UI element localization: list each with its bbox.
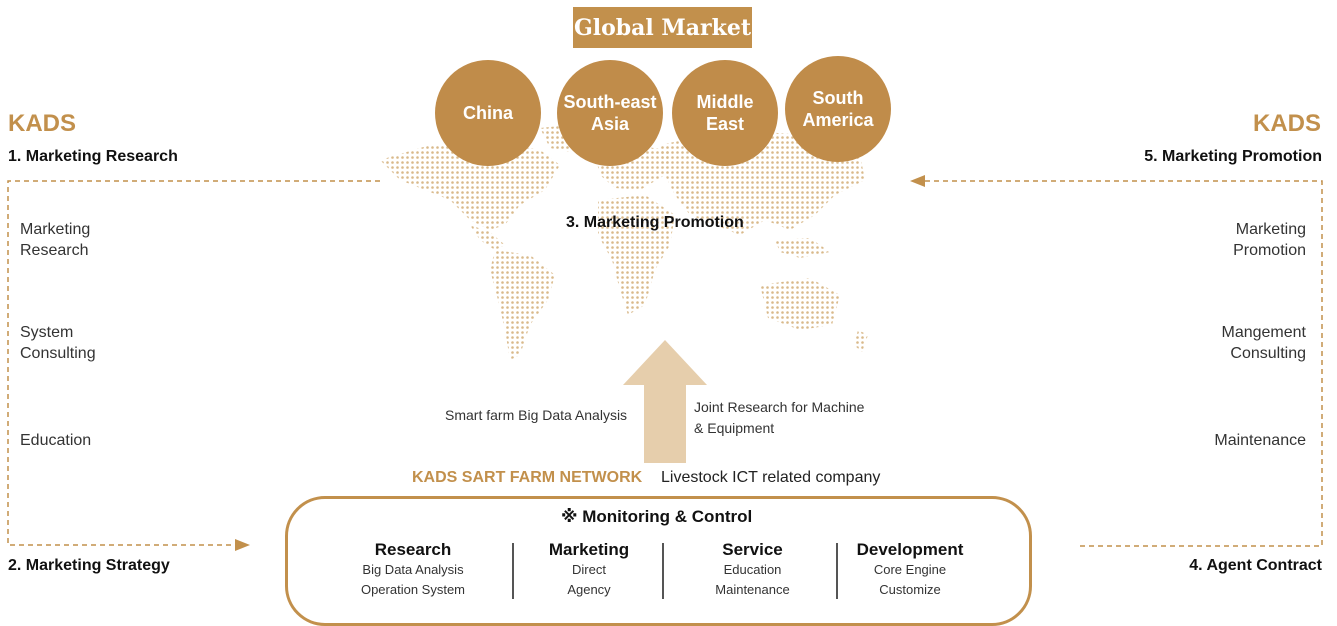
market-circle-middle-east: Middle East [672,60,778,166]
network-divider [662,543,664,599]
center-marketing-promotion: 3. Marketing Promotion [566,214,744,231]
network-name: KADS SART FARM NETWORK [412,469,643,486]
right-item-management-consulting: Mangement Consulting [1221,324,1307,362]
left-item-education: Education [20,432,92,449]
left-item-system-consulting: System Consulting [20,324,96,362]
network-col-title: Marketing [548,540,630,559]
center-right-note-line2: & Equipment [694,420,775,436]
right-flow-line [925,180,1323,547]
right-item-marketing-promotion: Marketing Promotion [1233,221,1306,259]
up-arrow [623,340,707,463]
network-col-line: Agency [567,582,611,597]
network-col-title: Service [722,540,783,559]
network-col-development: Development Core Engine Customize [850,540,970,600]
map-north-america [380,140,560,230]
network-divider [512,543,514,599]
right-item-maintenance: Maintenance [1214,432,1306,449]
market-circle-china: China [435,60,541,166]
network-col-line: Direct [572,562,606,577]
map-australia [760,278,840,330]
network-col-marketing: Marketing Direct Agency [530,540,648,600]
flow-lines [7,175,1323,551]
right-step-top: 5. Marketing Promotion [1144,148,1322,165]
network-col-line: Customize [879,582,941,597]
map-new-zealand [854,330,868,352]
page-title: Global Market [573,7,752,48]
network-col-service: Service Education Maintenance [690,540,815,600]
left-item-marketing-research: Marketing Research [20,221,91,259]
left-step-top: 1. Marketing Research [8,148,178,165]
center-left-note: Smart farm Big Data Analysis [445,407,628,423]
network-col-line: Operation System [360,582,466,597]
right-brand: KADS [1252,110,1321,137]
left-flow-line [7,180,380,546]
market-circle-south-east-asia: South-east Asia [557,60,663,166]
market-circle-south-america: South America [785,56,891,162]
network-col-title: Development [856,540,964,559]
left-brand: KADS [8,110,77,137]
map-central-america [470,225,505,250]
network-col-line: Big Data Analysis [362,562,464,577]
network-subtitle: Livestock ICT related company [661,469,881,486]
left-flow-arrowhead [235,539,250,551]
network-col-line: Maintenance [715,582,790,597]
map-se-asia [775,238,830,258]
network-divider [836,543,838,599]
map-south-america [490,250,555,360]
network-col-line: Education [723,562,782,577]
center-right-note-line1: Joint Research for Machine [694,399,865,415]
network-col-title: Research [374,540,452,559]
network-col-research: Research Big Data Analysis Operation Sys… [343,540,483,600]
network-heading: ※ Monitoring & Control [561,507,753,526]
right-step-bottom: 4. Agent Contract [1189,557,1322,574]
network-col-line: Core Engine [873,562,947,577]
left-step-bottom: 2. Marketing Strategy [8,557,170,574]
map-africa [598,195,675,315]
right-flow-arrowhead [910,175,925,187]
